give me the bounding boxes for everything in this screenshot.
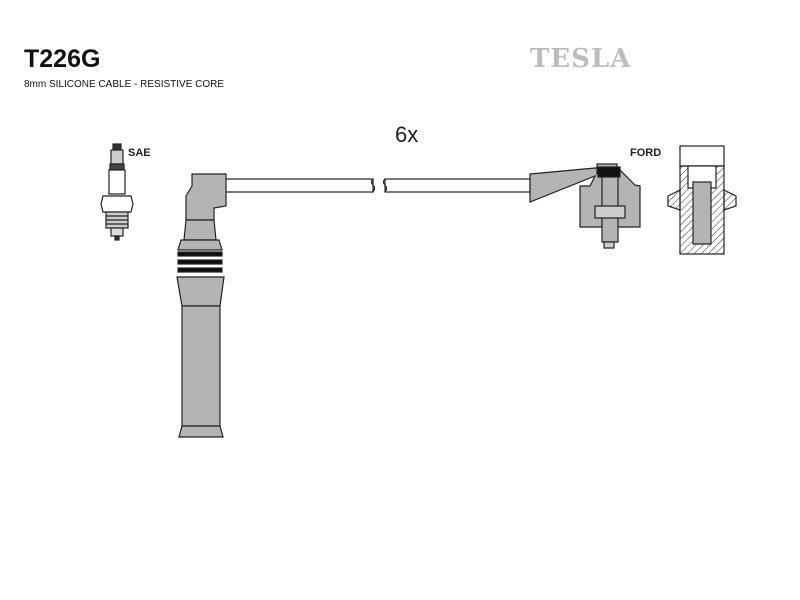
quantity-label: 6x — [395, 122, 419, 147]
coil-connector-icon — [529, 163, 641, 249]
coil-type-label: FORD — [630, 147, 662, 159]
cable-icon — [224, 178, 531, 193]
coil-terminal-icon — [667, 145, 737, 255]
spark-plug-type-label: SAE — [128, 147, 151, 159]
product-code: T226G — [24, 45, 101, 73]
spark-plug-boot-icon — [176, 173, 227, 438]
spark-plug-icon — [100, 143, 134, 241]
brand-logo: TESLA — [530, 44, 632, 74]
product-description: 8mm SILICONE CABLE - RESISTIVE CORE — [24, 79, 225, 90]
